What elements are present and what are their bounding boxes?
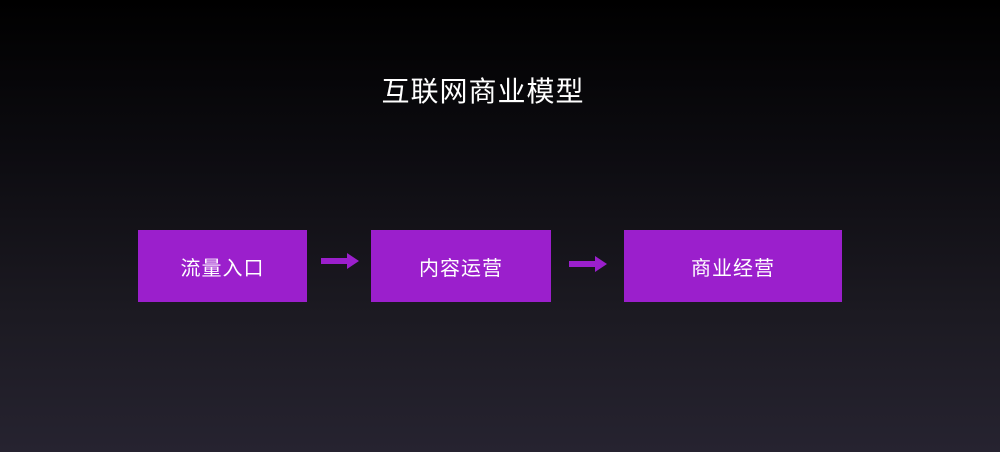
page-title: 互联网商业模型 (381, 75, 585, 108)
node-label: 内容运营 (419, 255, 503, 280)
node-label: 商业经营 (691, 255, 775, 280)
node-business-operation: 商业经营 (624, 230, 842, 302)
node-traffic-entry: 流量入口 (138, 230, 307, 302)
arrow-right-icon (569, 256, 607, 272)
arrow-right-icon (321, 253, 359, 269)
node-content-operation: 内容运营 (371, 230, 551, 302)
node-label: 流量入口 (180, 255, 265, 280)
